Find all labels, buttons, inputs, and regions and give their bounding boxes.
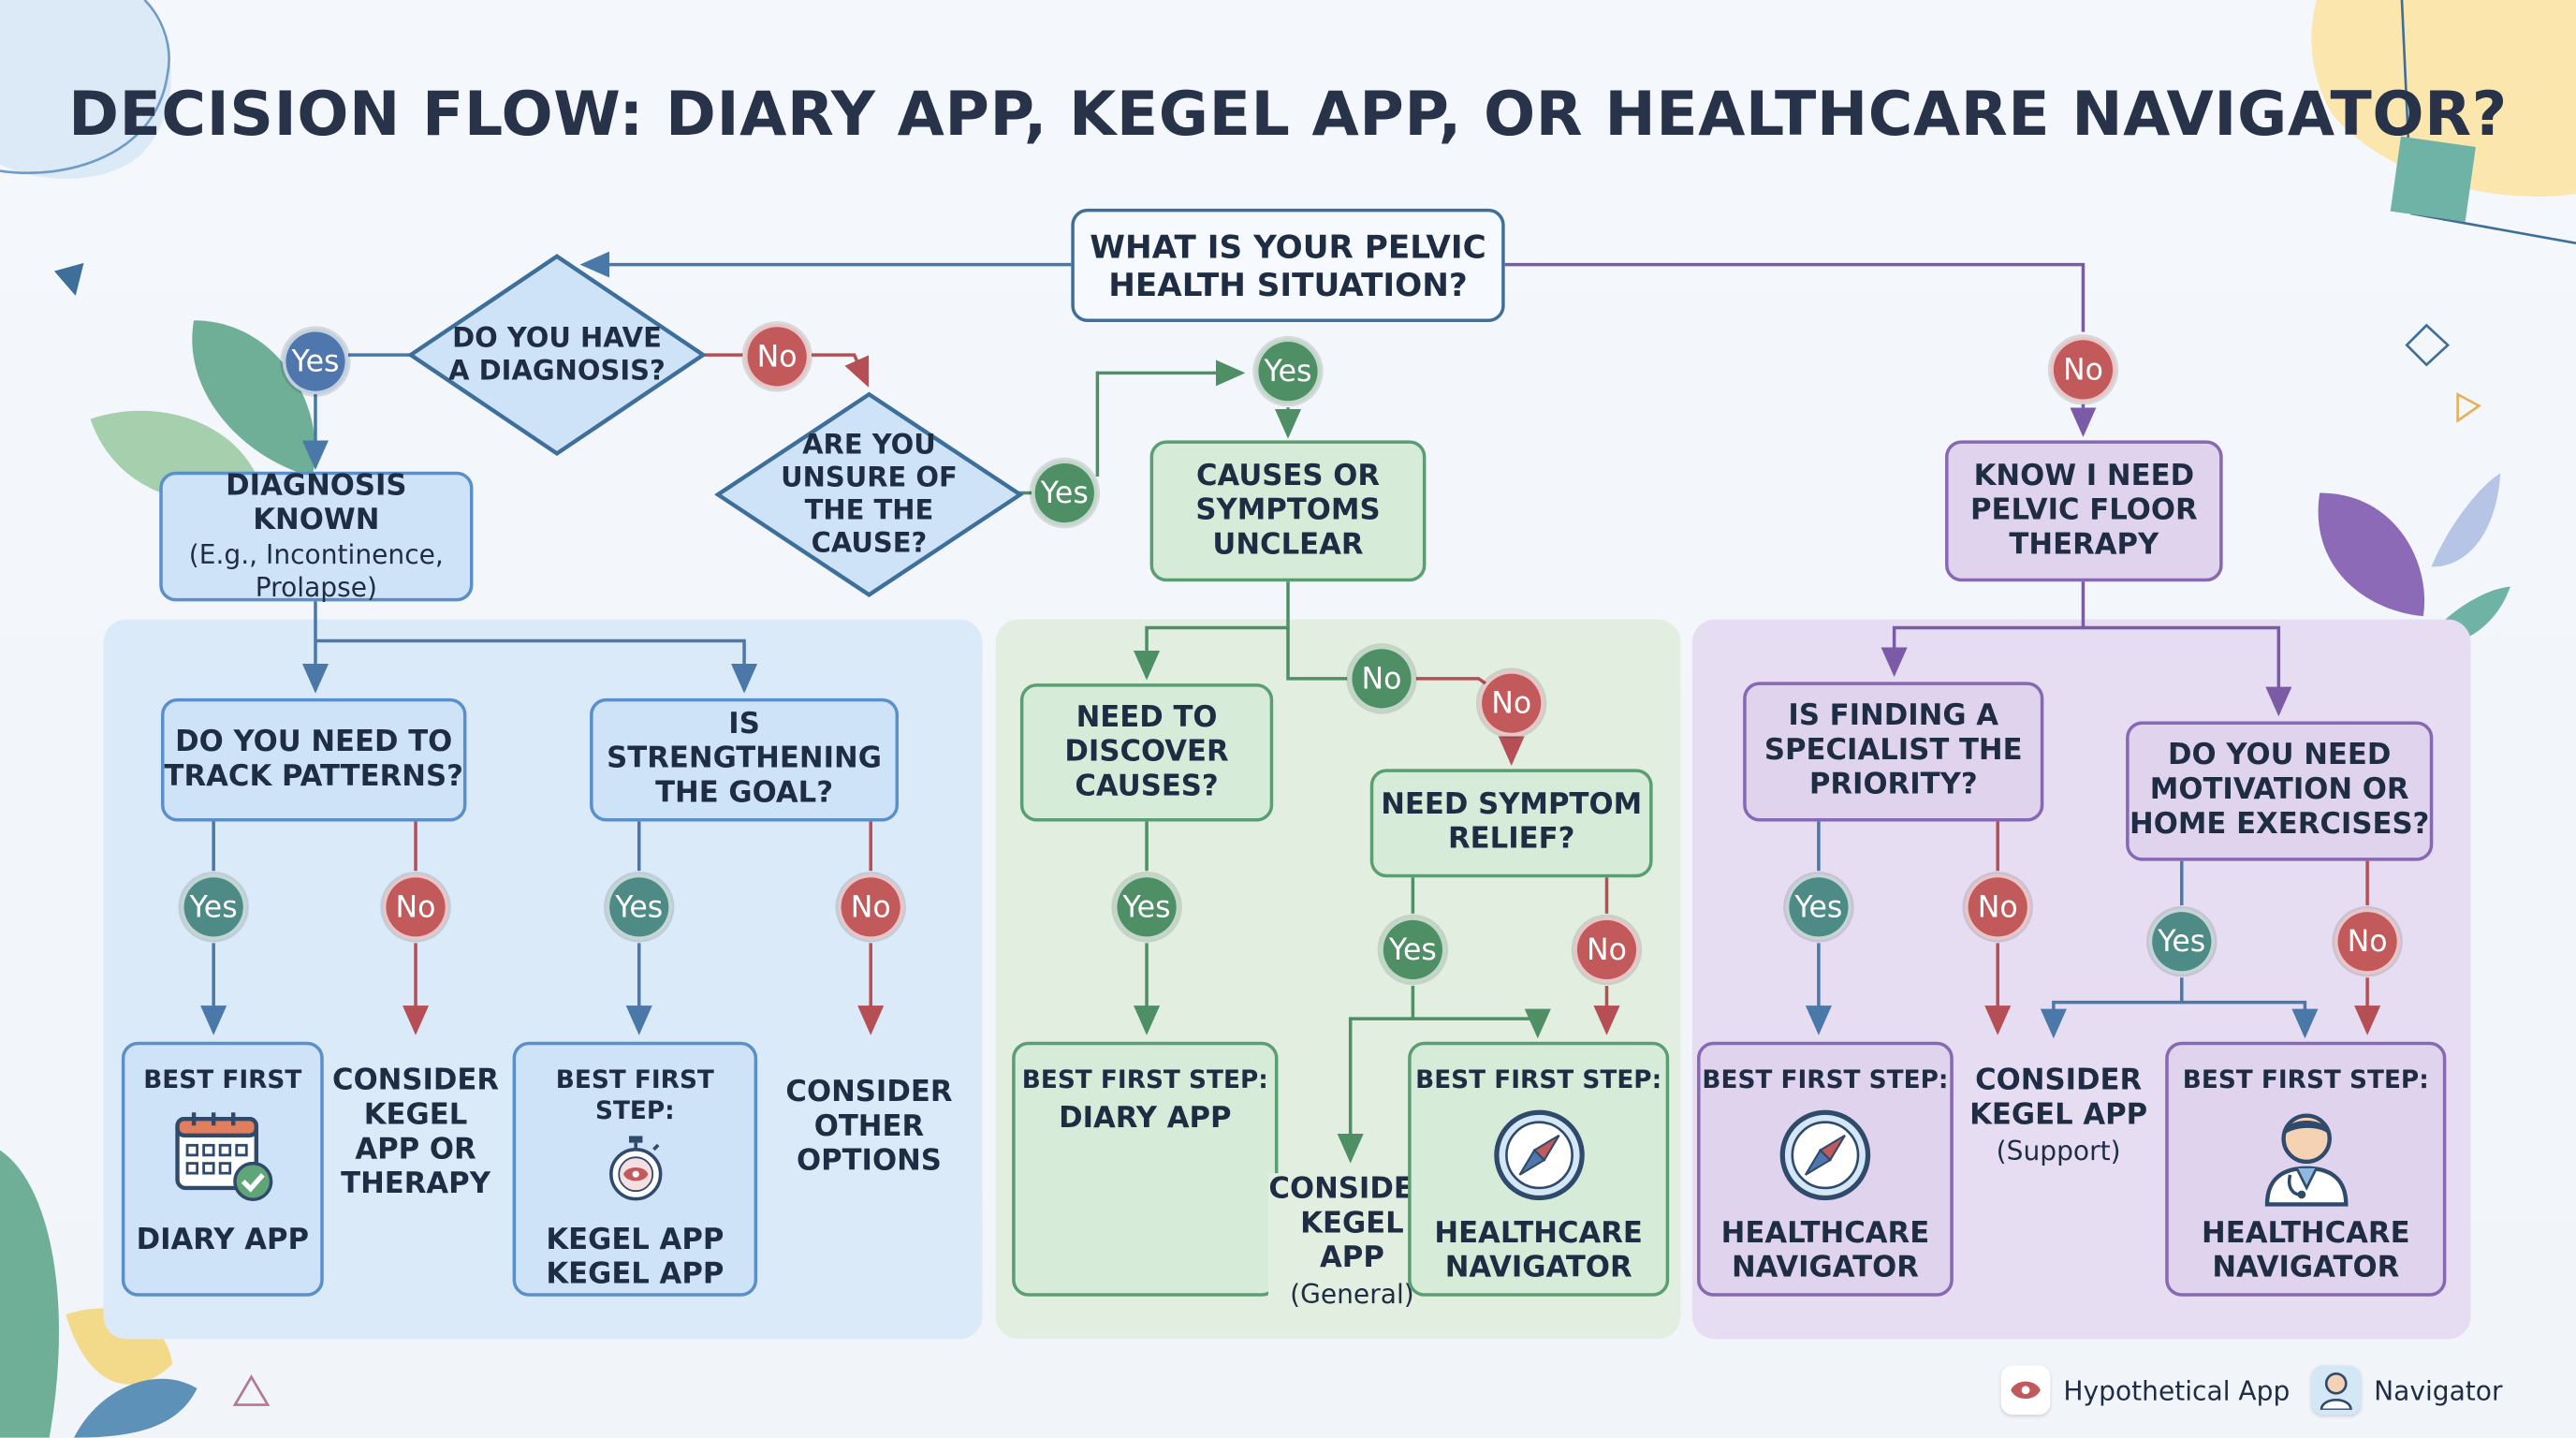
specialist-priority-text: IS FINDING A SPECIALIST THE PRIORITY? [1764,699,2023,802]
page-title: DECISION FLOW: DIARY APP, KEGEL APP, OR … [68,79,2508,150]
legend-navigator: Navigator [2311,1365,2503,1416]
yes-badge: Yes [181,873,247,940]
legend-app: Hypothetical App [2000,1365,2291,1416]
compass-icon [1779,1109,1871,1201]
motivation-exercises-text: DO YOU NEED MOTIVATION OR HOME EXERCISES… [2130,739,2430,842]
legend-navigator-label: Navigator [2374,1374,2503,1406]
no-badge: No [1348,645,1415,712]
no-badge: No [1965,873,2031,940]
diagnosis-known-sub: (E.g., Incontinence, Prolapse) [188,537,444,603]
diagnosis-known-box: DIAGNOSIS KNOWN (E.g., Incontinence, Pro… [159,469,474,603]
no-badge: No [382,873,449,940]
outcome-diary-app-2-label: DIARY APP [1059,1102,1232,1136]
diamond-have-diagnosis [407,254,707,457]
outcome-kegel-or-therapy: CONSIDER KEGEL APP OR THERAPY [332,1064,500,1201]
app-icon [2000,1365,2051,1416]
strengthening-goal-text: IS STRENGTHENING THE GOAL? [607,708,882,811]
outcome-diary-app: BEST FIRST DIARY APP [121,1041,324,1297]
navigator-icon [2311,1365,2362,1416]
know-therapy-text: KNOW I NEED PELVIC FLOOR THERAPY [1970,459,2198,562]
outcome-kegel-app: BEST FIRST STEP: KEGEL APP KEGEL APP [512,1041,758,1297]
outcome-nav-1-label: HEALTHCARE NAVIGATOR [1434,1217,1643,1285]
know-therapy-box: KNOW I NEED PELVIC FLOOR THERAPY [1945,440,2223,582]
specialist-priority-box: IS FINDING A SPECIALIST THE PRIORITY? [1743,682,2044,822]
yes-badge: Yes [2148,908,2215,975]
causes-unclear-text: CAUSES OR SYMPTOMS UNCLEAR [1195,459,1381,562]
diamond-unsure-cause [714,391,1024,597]
root-question-text: WHAT IS YOUR PELVIC HEALTH SITUATION? [1090,227,1486,303]
outcome-nav-2-label: HEALTHCARE NAVIGATOR [1720,1217,1930,1285]
no-badge: No [838,873,904,940]
outcome-diary-app-2-head: BEST FIRST STEP: [1021,1064,1268,1094]
outcome-nav-2-head: BEST FIRST STEP: [1702,1064,1949,1094]
strengthening-goal-box: IS STRENGTHENING THE GOAL? [590,697,900,822]
no-badge: No [2050,336,2116,403]
outcome-kegel-support-sub: (Support) [1996,1135,2121,1167]
track-patterns-box: DO YOU NEED TO TRACK PATTERNS? [161,697,467,822]
no-badge: No [1573,917,1640,983]
outcome-kegel-app-label: KEGEL APP KEGEL APP [546,1224,724,1292]
discover-causes-text: NEED TO DISCOVER CAUSES? [1064,700,1229,803]
track-patterns-text: DO YOU NEED TO TRACK PATTERNS? [164,725,463,793]
motivation-exercises-box: DO YOU NEED MOTIVATION OR HOME EXERCISES… [2126,721,2434,861]
yes-badge: Yes [1032,460,1098,526]
symptom-relief-box: NEED SYMPTOM RELIEF? [1369,769,1653,878]
yes-badge: Yes [282,329,349,395]
outcome-nav-3-head: BEST FIRST STEP: [2182,1064,2429,1094]
compass-icon [1493,1109,1584,1201]
outcome-healthcare-navigator-1: BEST FIRST STEP: HEALTHCARE NAVIGATOR [1408,1041,1670,1297]
outcome-kegel-general: CONSIDER KEGEL APP (General) [1267,1173,1436,1312]
outcome-nav-1-head: BEST FIRST STEP: [1415,1064,1662,1094]
no-badge: No [1478,670,1544,737]
stopwatch-icon [608,1136,662,1201]
causes-unclear-box: CAUSES OR SYMPTOMS UNCLEAR [1149,440,1427,582]
symptom-relief-text: NEED SYMPTOM RELIEF? [1381,788,1643,857]
yes-badge: Yes [1254,338,1322,404]
yes-badge: Yes [1380,917,1446,983]
yes-badge: Yes [606,873,672,940]
outcome-kegel-support: CONSIDER KEGEL APP (Support) [1965,1064,2152,1168]
doctor-icon [2263,1113,2348,1207]
root-question: WHAT IS YOUR PELVIC HEALTH SITUATION? [1071,208,1505,322]
no-badge: No [744,323,811,389]
outcome-diary-app-head: BEST FIRST [143,1064,302,1094]
outcome-kegel-general-text: CONSIDER KEGEL APP [1268,1173,1436,1275]
outcome-nav-3-label: HEALTHCARE NAVIGATOR [2202,1217,2410,1285]
diamond-unsure-cause-text: ARE YOU UNSURE OF THE THE CAUSE? [781,429,958,559]
outcome-kegel-support-text: CONSIDER KEGEL APP [1969,1064,2148,1133]
discover-causes-box: NEED TO DISCOVER CAUSES? [1019,683,1274,822]
legend-app-label: Hypothetical App [2063,1374,2291,1406]
outcome-healthcare-navigator-2: BEST FIRST STEP: HEALTHCARE NAVIGATOR [1697,1041,1954,1297]
calendar-check-icon [174,1112,272,1201]
outcome-other-options: CONSIDER OTHER OPTIONS [785,1076,953,1179]
diagnosis-known-text: DIAGNOSIS KNOWN [226,469,407,537]
outcome-healthcare-navigator-3: BEST FIRST STEP: HEALTHCARE NAVIGATOR [2165,1041,2447,1297]
outcome-diary-app-label: DIARY APP [136,1224,310,1257]
yes-badge: Yes [1113,873,1180,940]
diamond-have-diagnosis-text: DO YOU HAVE A DIAGNOSIS? [448,322,666,387]
no-badge: No [2334,908,2401,975]
yes-badge: Yes [1785,873,1852,940]
outcome-kegel-app-head: BEST FIRST STEP: [555,1064,714,1126]
outcome-diary-app-2: BEST FIRST STEP: DIARY APP [1012,1041,1279,1297]
outcome-kegel-general-sub: (General) [1290,1278,1414,1310]
